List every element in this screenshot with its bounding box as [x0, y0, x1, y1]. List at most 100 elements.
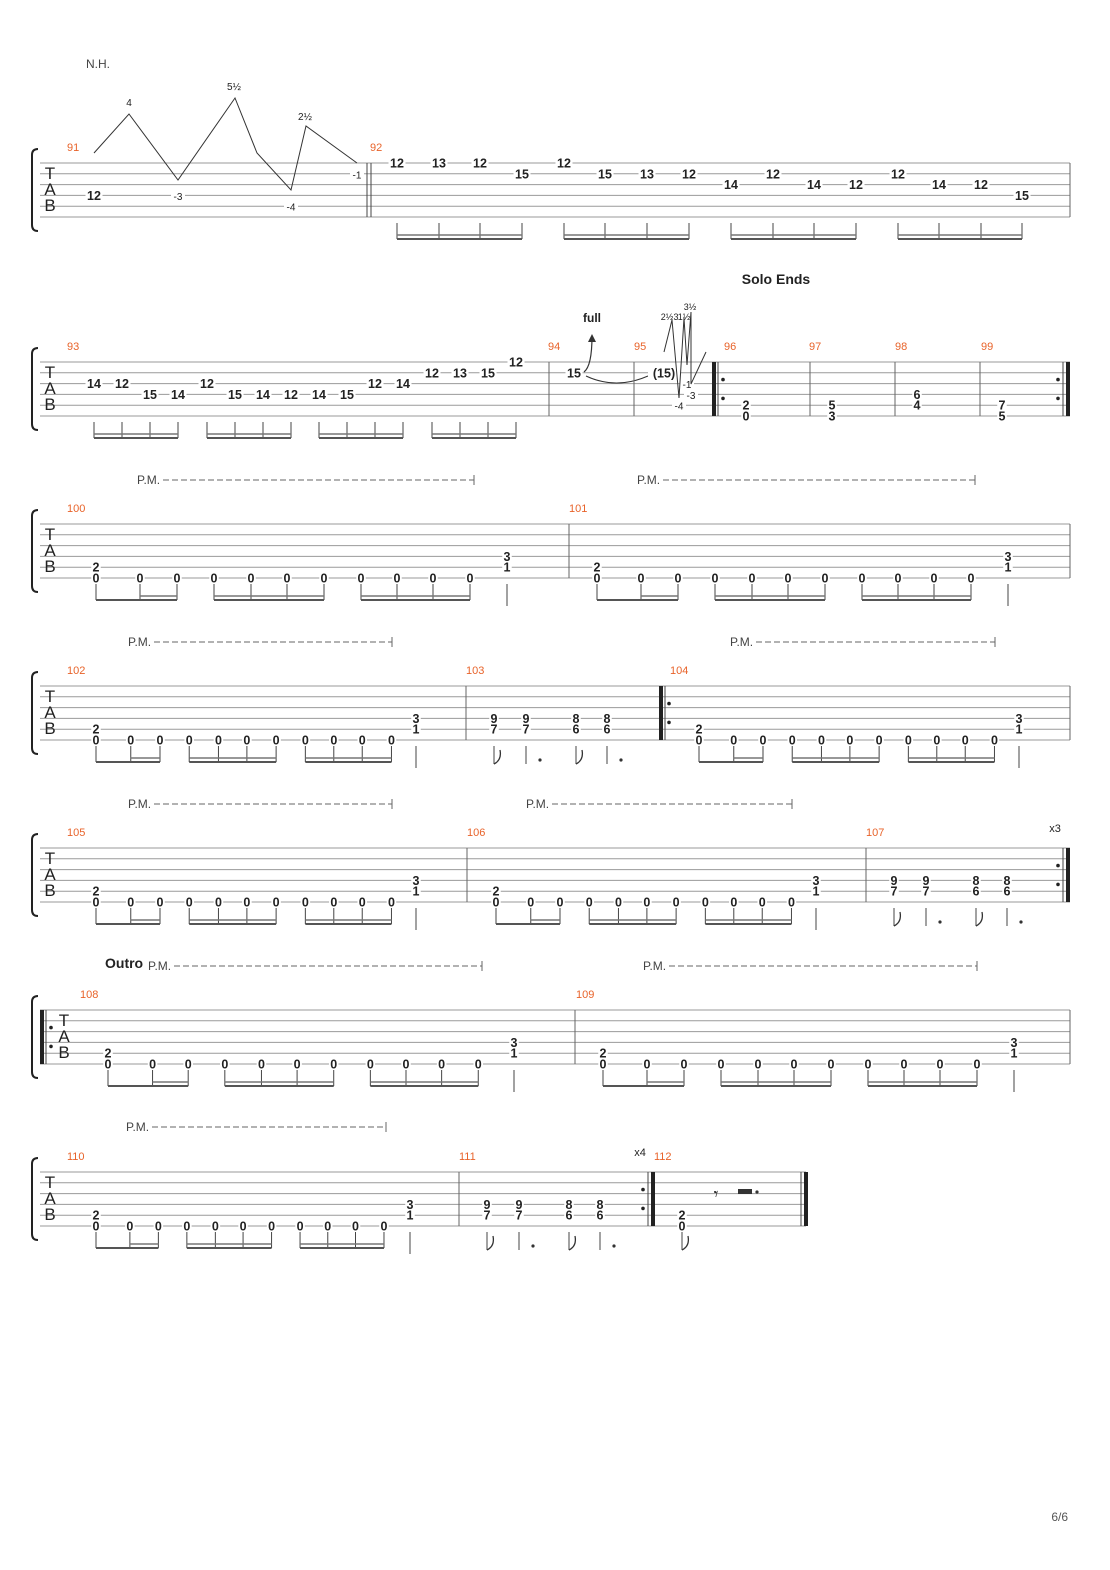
fret-number: 0: [467, 572, 474, 586]
fret-mask: [103, 1058, 113, 1069]
fret-mask: [827, 410, 837, 421]
fret-mask: [405, 1198, 415, 1210]
tab-clef-a: A: [44, 541, 56, 560]
fret-number: 14: [396, 377, 410, 391]
palm-mute-label: P.M.: [128, 797, 151, 811]
fret-number: 12: [557, 157, 571, 171]
fret-mask: [694, 723, 704, 735]
fret-mask: [826, 1058, 836, 1069]
measure-number: 104: [670, 665, 688, 677]
fret-mask: [91, 561, 101, 573]
fret-number: 0: [297, 1220, 304, 1234]
fret-mask: [451, 366, 469, 378]
fret-mask: [863, 1058, 873, 1069]
fret-mask: [482, 1198, 492, 1210]
fret-mask: [571, 712, 581, 724]
double-barline: [1066, 848, 1070, 902]
fret-mask: [677, 1220, 687, 1231]
fret-mask: [680, 377, 694, 389]
fret-mask: [300, 734, 311, 745]
fret-number: 14: [87, 377, 101, 391]
repeat-dot: [1056, 377, 1060, 382]
fret-mask: [1009, 1036, 1019, 1048]
palm-mute-label: P.M.: [643, 959, 666, 973]
fret-number: 2: [105, 1047, 112, 1061]
fret-mask: [509, 1047, 519, 1059]
fret-number: 0: [243, 734, 250, 748]
tab-clef-t: T: [45, 164, 55, 183]
fret-mask: [741, 399, 751, 411]
fret-mask: [113, 377, 131, 389]
fret-mask: [401, 1058, 411, 1069]
fret-number: 0: [586, 896, 593, 910]
fret-number: 14: [932, 178, 946, 192]
repeat-dot: [721, 396, 725, 401]
fret-mask: [596, 167, 614, 179]
fret-number: 1: [504, 561, 511, 575]
fret-number: 0: [381, 1220, 388, 1234]
fret-number: 2: [743, 399, 750, 413]
fret-mask: [642, 1058, 652, 1069]
fret-mask: [1013, 189, 1031, 201]
fret-number: 12: [115, 377, 129, 391]
fret-mask: [91, 734, 101, 745]
fret-number: 2: [696, 723, 703, 737]
fret-mask: [366, 377, 384, 389]
measure-number: 111: [459, 1151, 476, 1163]
fret-mask: [729, 896, 739, 907]
fret-number: 0: [93, 734, 100, 748]
fret-mask: [266, 1220, 277, 1231]
fret-number: 9: [491, 712, 498, 726]
fret-number: 12: [390, 157, 404, 171]
fret-number: 0: [268, 1220, 275, 1234]
fret-number: -4: [287, 203, 296, 214]
fret-mask: [428, 572, 438, 583]
tab-clef-b: B: [58, 1043, 69, 1062]
fret-mask: [509, 1036, 519, 1048]
fret-number: 9: [923, 874, 930, 888]
fret-mask: [753, 1058, 763, 1069]
fret-mask: [684, 388, 698, 400]
fret-mask: [423, 366, 441, 378]
fret-mask: [889, 874, 899, 886]
fret-mask: [357, 734, 367, 745]
fret-number: 15: [567, 366, 581, 380]
fret-mask: [155, 896, 165, 907]
fret-mask: [473, 1058, 484, 1069]
fret-mask: [386, 734, 397, 745]
double-barline: [1066, 362, 1070, 416]
fret-number: 0: [302, 734, 309, 748]
fret-mask: [282, 572, 292, 583]
fret-mask: [502, 561, 512, 573]
fret-mask: [874, 734, 884, 745]
fret-mask: [602, 712, 612, 724]
measure-number: 95: [634, 341, 646, 353]
tab-clef-t: T: [45, 687, 55, 706]
palm-mute-label: P.M.: [128, 635, 151, 649]
fret-mask: [411, 712, 421, 724]
fret-number: 6: [973, 885, 980, 899]
fret-mask: [672, 399, 686, 411]
fret-mask: [155, 734, 165, 745]
fret-mask: [153, 1220, 164, 1231]
measure-number: 106: [467, 827, 485, 839]
fret-number: 0: [438, 1058, 445, 1072]
fret-mask: [379, 1220, 389, 1231]
fret-mask: [471, 157, 489, 168]
fret-mask: [598, 1058, 608, 1069]
fret-mask: [256, 1058, 267, 1069]
fret-number: 0: [324, 1220, 331, 1234]
whammy-value: 1½: [678, 312, 691, 322]
fret-mask: [85, 189, 103, 201]
tab-clef-a: A: [44, 865, 56, 884]
fret-number: 12: [974, 178, 988, 192]
fret-mask: [91, 723, 101, 735]
fret-mask: [502, 550, 512, 562]
fret-number: -3: [687, 391, 696, 402]
fret-number: 14: [312, 388, 326, 402]
fret-number: 0: [93, 572, 100, 586]
fret-mask: [521, 712, 531, 724]
fret-mask: [805, 178, 823, 190]
fret-number: 0: [901, 1058, 908, 1072]
